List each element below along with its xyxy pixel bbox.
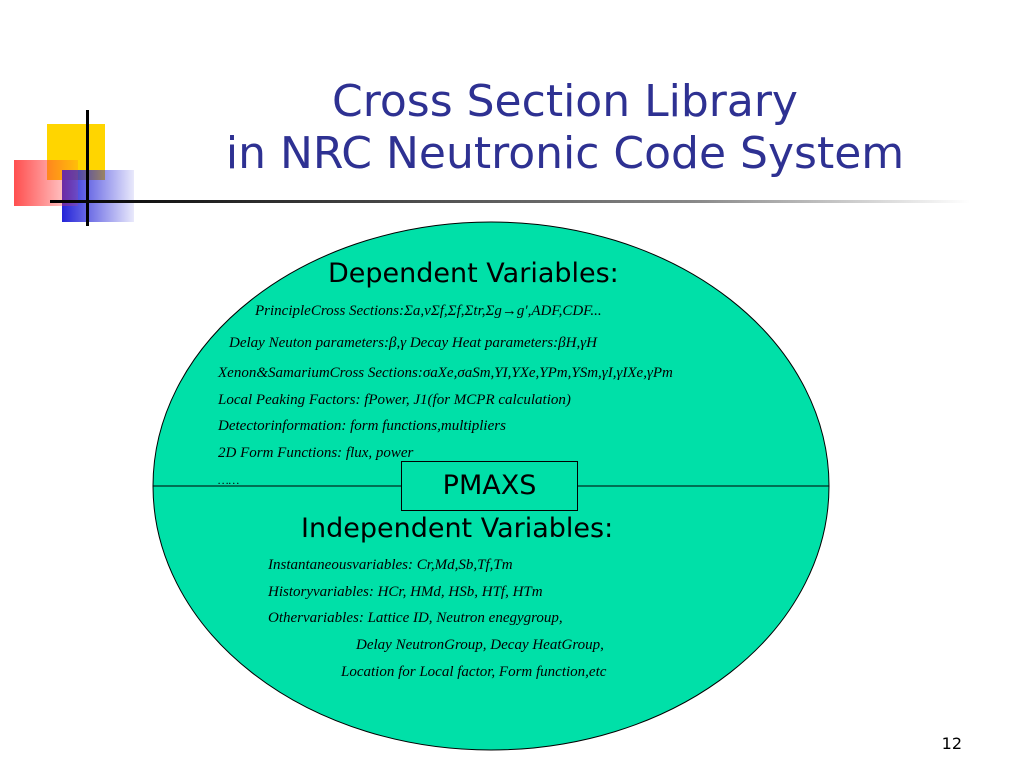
dependent-line-7: ……: [218, 473, 240, 487]
independent-line-3: Othervariables: Lattice ID, Neutron eneg…: [268, 610, 563, 626]
dependent-line-4: Local Peaking Factors: fPower, J1(for MC…: [218, 392, 571, 408]
page-number: 12: [941, 734, 962, 753]
independent-line-5: Location for Local factor, Form function…: [341, 664, 607, 680]
dependent-line-5: Detectorinformation: form functions,mult…: [218, 418, 506, 434]
red-square: [14, 160, 78, 206]
dependent-line-1: PrincipleCross Sections:Σa,νΣf,Σf,Σtr,Σg…: [255, 303, 602, 319]
dependent-line-6: 2D Form Functions: flux, power: [218, 445, 414, 461]
independent-line-4: Delay NeutronGroup, Decay HeatGroup,: [356, 637, 604, 653]
independent-line-2: Historyvariables: HCr, HMd, HSb, HTf, HT…: [268, 584, 543, 600]
vertical-rule: [86, 110, 89, 226]
title-line-1: Cross Section Library: [332, 76, 798, 127]
horizontal-rule: [50, 200, 970, 203]
slide-title: Cross Section Library in NRC Neutronic C…: [190, 76, 940, 180]
title-line-2: in NRC Neutronic Code System: [225, 128, 905, 179]
independent-heading: Independent Variables:: [301, 513, 614, 544]
dependent-heading: Dependent Variables:: [328, 258, 619, 289]
dependent-line-2: Delay Neuton parameters:β,γ Decay Heat p…: [229, 335, 597, 351]
pmaxs-box: PMAXS: [401, 461, 578, 511]
dependent-line-3: Xenon&SamariumCross Sections:σaXe,σaSm,Y…: [218, 365, 673, 381]
independent-line-1: Instantaneousvariables: Cr,Md,Sb,Tf,Tm: [268, 557, 513, 573]
